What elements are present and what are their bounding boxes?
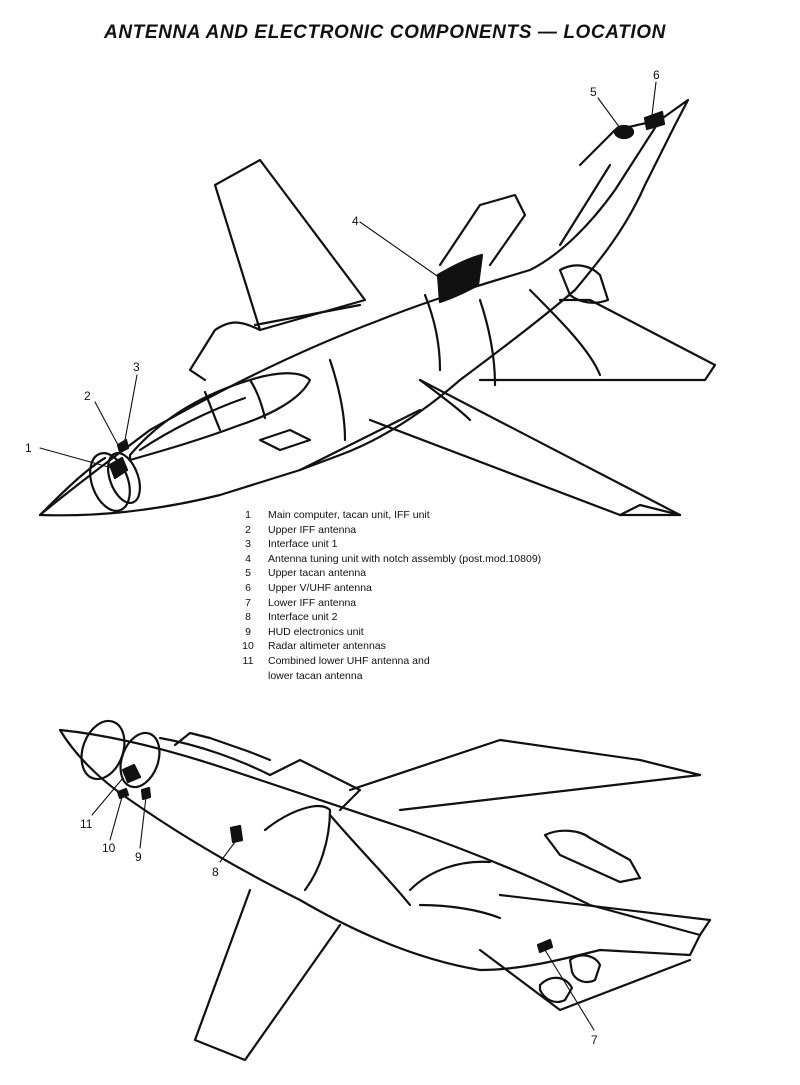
- legend-number: 3: [245, 538, 251, 551]
- legend-text: Antenna tuning unit with notch assembly …: [268, 552, 542, 565]
- legend-text: Combined lower UHF antenna and: [268, 654, 430, 667]
- legend-item: 9 HUD electronics unit: [228, 625, 648, 640]
- callout-upper-2: 2: [84, 389, 91, 403]
- legend-number: 5: [245, 567, 251, 580]
- legend-item: 7 Lower IFF antenna: [228, 596, 648, 611]
- legend-text: HUD electronics unit: [268, 625, 364, 638]
- legend-text: Upper IFF antenna: [268, 523, 357, 536]
- legend-continuation: lower tacan antenna: [268, 669, 363, 682]
- callout-upper-6: 6: [653, 68, 660, 82]
- legend-number: 8: [245, 611, 251, 624]
- legend-text: Upper tacan antenna: [268, 567, 367, 580]
- callout-lower-9: 9: [135, 850, 142, 864]
- legend-item: 1 Main computer, tacan unit, IFF unit: [228, 508, 648, 523]
- legend-number: 9: [245, 625, 251, 638]
- diagram-title: ANTENNA AND ELECTRONIC COMPONENTS — LOCA…: [104, 22, 666, 43]
- legend-item: 2 Upper IFF antenna: [228, 523, 648, 538]
- legend-item: 5 Upper tacan antenna: [228, 566, 648, 581]
- callout-upper-3: 3: [133, 360, 140, 374]
- legend-text: Interface unit 1: [268, 538, 338, 551]
- callout-lower-10: 10: [102, 841, 116, 855]
- legend-text: Main computer, tacan unit, IFF unit: [268, 509, 430, 521]
- legend-item: 10 Radar altimeter antennas: [228, 639, 648, 654]
- legend-item: 6 Upper V/UHF antenna: [228, 581, 648, 596]
- legend-text: Radar altimeter antennas: [268, 640, 386, 653]
- legend-text: Upper V/UHF antenna: [268, 581, 372, 594]
- legend-text: Interface unit 2: [268, 611, 338, 624]
- legend-item: 4 Antenna tuning unit with notch assembly…: [228, 552, 648, 567]
- legend-number: 2: [245, 523, 251, 536]
- legend-number: 11: [242, 654, 254, 667]
- legend-item: 3 Interface unit 1: [228, 537, 648, 552]
- legend-text: Lower IFF antenna: [268, 596, 357, 609]
- callout-lower-8: 8: [212, 865, 219, 879]
- legend-item: 11 Combined lower UHF antenna and: [228, 654, 648, 669]
- lower-aircraft-drawing: [58, 719, 712, 1062]
- callout-lower-11: 11: [80, 817, 93, 831]
- callout-upper-1: 1: [25, 441, 32, 455]
- legend-number: 10: [242, 640, 254, 653]
- legend-number: 7: [245, 596, 251, 609]
- upper-aircraft-drawing: [38, 81, 717, 517]
- legend-item: 8 Interface unit 2: [228, 610, 648, 625]
- legend-number: 6: [245, 581, 251, 594]
- callout-upper-5: 5: [590, 85, 597, 99]
- callout-lower-7: 7: [591, 1033, 598, 1047]
- callout-upper-4: 4: [352, 214, 359, 228]
- legend-number: 1: [245, 509, 251, 521]
- legend-number: 4: [245, 552, 251, 565]
